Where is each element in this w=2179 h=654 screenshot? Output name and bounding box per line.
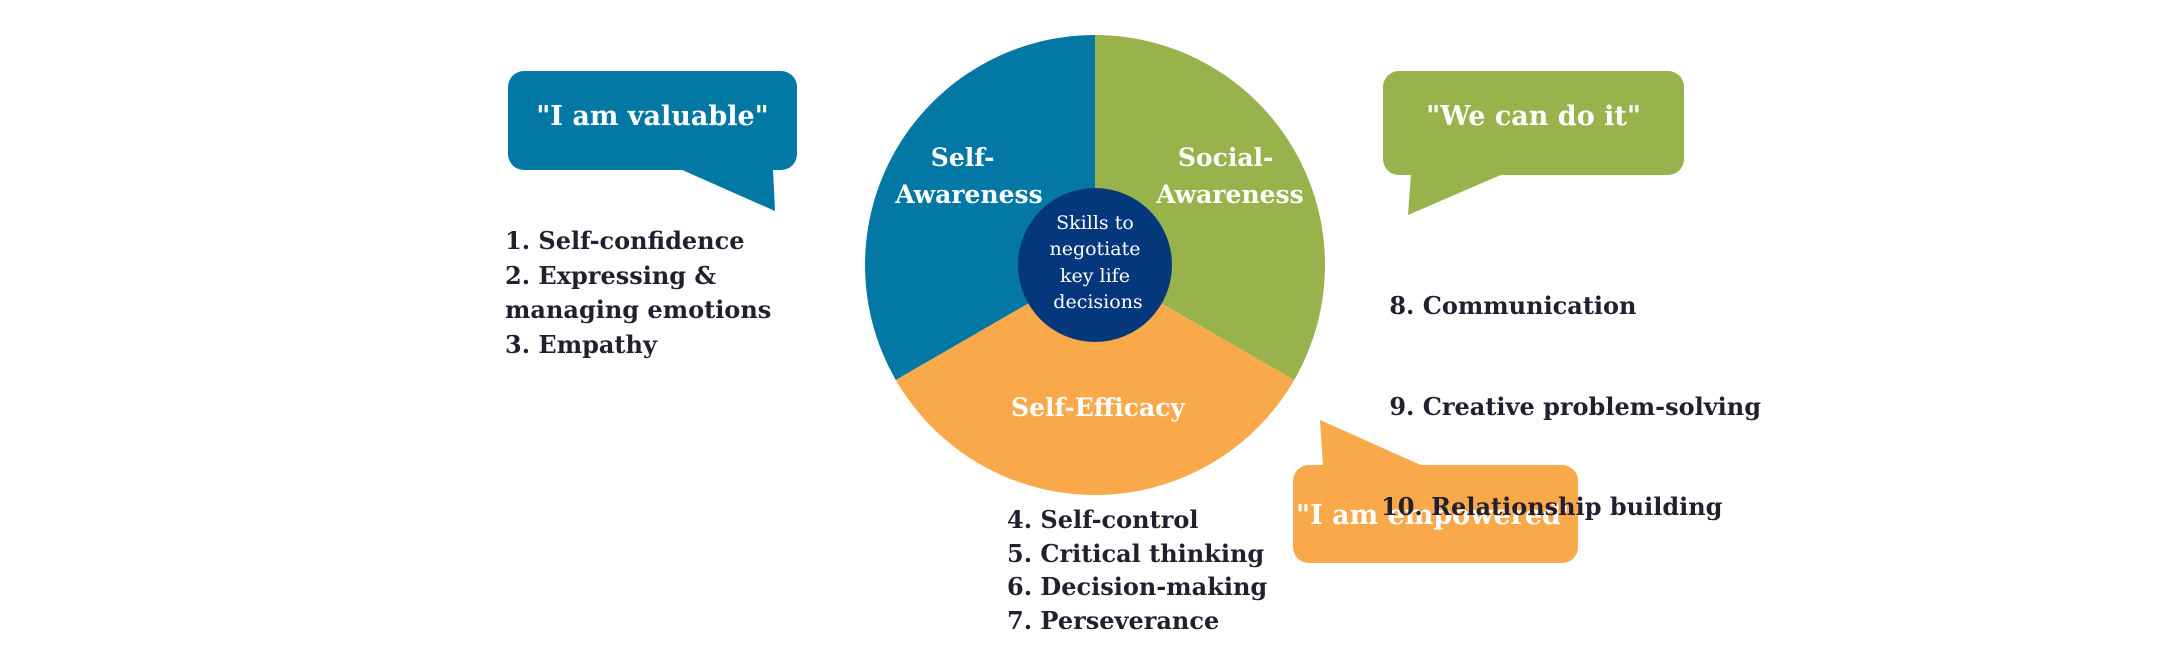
bubble-text-valuable: "I am valuable" <box>536 101 769 132</box>
list-item: 5. Critical thinking <box>1007 538 1265 568</box>
segment-label-self-awareness: Self- Awareness <box>894 143 1042 209</box>
speech-bubble-shape <box>1293 420 1578 563</box>
center-circle <box>1018 188 1172 342</box>
self-efficacy-skills-list: 4. Self-control 5. Critical thinking 6. … <box>1007 503 1267 637</box>
list-item: 6. Decision-making <box>1007 572 1268 601</box>
list-item: 4. Self-control <box>1007 505 1199 534</box>
bubble-text-we-can: "We can do it" <box>1426 101 1641 132</box>
speech-bubble-shape <box>508 71 797 211</box>
list-item: 10. Relationship building <box>1381 492 1723 521</box>
self-awareness-skills-list: 1. Self-confidence 2. Expressing & manag… <box>505 224 771 362</box>
speech-bubble-empowered: "I am empowered" <box>1293 420 1579 565</box>
speech-bubble-we-can: "We can do it" <box>1383 71 1685 216</box>
social-awareness-skills-list: 8. Communication 9. Creative problem-sol… <box>1381 222 1761 557</box>
bubble-text-empowered: "I am empowered" <box>1296 500 1575 531</box>
segment-label-social-awareness: Social- Awareness <box>1155 143 1303 209</box>
list-item: 7. Perseverance <box>1007 605 1220 635</box>
segment-self-efficacy <box>895 265 1295 495</box>
list-item: 3. Empathy <box>505 329 657 359</box>
list-item: managing emotions <box>505 295 772 324</box>
speech-bubble-shape <box>1383 71 1684 215</box>
segment-label-self-efficacy: Self-Efficacy <box>1011 393 1186 422</box>
list-item: 9. Creative problem-solving <box>1381 391 1761 421</box>
list-item: 2. Expressing & <box>505 260 717 290</box>
list-item: 8. Communication <box>1381 291 1637 320</box>
speech-bubble-valuable: "I am valuable" <box>508 71 798 213</box>
skills-wheel: Self- Awareness Social- Awareness Self-E… <box>865 35 1325 495</box>
center-label: Skills to negotiate key life decisions <box>1049 212 1146 313</box>
list-item: 1. Self-confidence <box>505 226 745 255</box>
